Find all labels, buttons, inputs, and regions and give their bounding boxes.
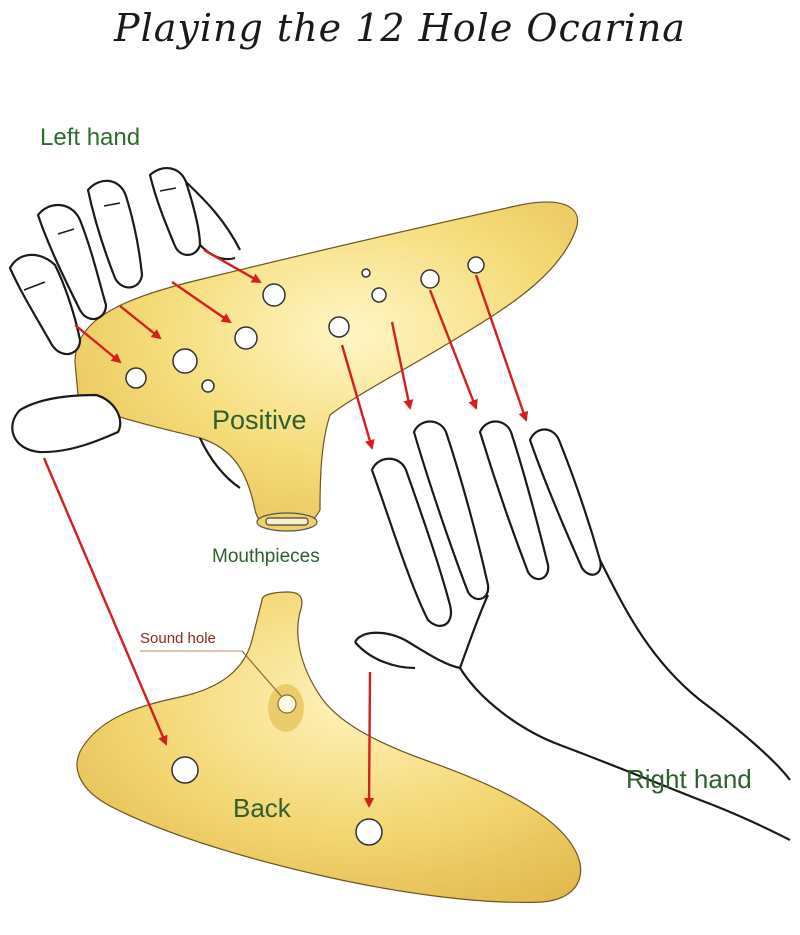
right-hand [354,420,791,841]
arrow-right-ring [428,289,478,410]
right-index-finger [370,457,453,627]
mouthpiece-slot [265,517,309,526]
arrow-left-pinky [74,324,122,364]
diagram-title: Playing the 12 Hole Ocarina [114,6,686,50]
hole-6 [328,316,350,338]
left-nail-lines [23,187,177,291]
hole-1 [125,367,147,389]
right-thumb-base [354,641,416,670]
arrow-right-middle [390,321,414,410]
label-back: Back [233,793,291,823]
arrow-right-thumb [364,671,375,808]
left-ring-finger [36,204,108,321]
left-hand [8,167,241,489]
sound-hole-leader [241,650,283,698]
left-middle-finger [86,179,144,289]
label-mouthpieces: Mouthpieces [212,546,320,567]
hole-5 [262,283,286,307]
arrow-right-pinky [474,274,529,422]
left-pinky [8,253,82,356]
right-ring-finger [478,420,550,581]
hole-8 [371,287,387,303]
fingering-arrows [42,248,529,808]
left-wrist-line [198,437,241,489]
ocarina-back [76,591,582,903]
hole-10 [467,256,485,274]
sound-hole [277,694,297,714]
hole-7 [361,268,371,278]
right-hand-outer-edge [599,559,791,781]
arrow-left-thumb [42,457,168,746]
arrow-left-ring [119,305,162,340]
right-wrist-line [459,667,791,841]
left-index-finger [148,167,202,256]
arrow-left-middle [171,281,232,324]
ocarina-back-body [76,591,582,903]
back-hole-left [171,756,199,784]
back-hole-right [355,818,383,846]
label-left-hand: Left hand [40,124,141,151]
right-thumb [354,594,489,670]
right-middle-finger [412,420,490,601]
hole-3 [201,379,215,393]
front-holes [125,256,485,393]
label-sound-hole: Sound hole [140,630,216,647]
hole-9 [420,269,440,289]
ocarina-front [74,201,579,532]
arrow-left-index [203,248,262,284]
left-thumb [11,393,122,454]
hole-2 [172,348,198,374]
label-positive: Positive [212,405,307,435]
arrow-right-index [340,344,375,450]
ocarina-front-body [74,201,579,531]
label-right-hand: Right hand [626,764,752,794]
hole-4 [234,326,258,350]
